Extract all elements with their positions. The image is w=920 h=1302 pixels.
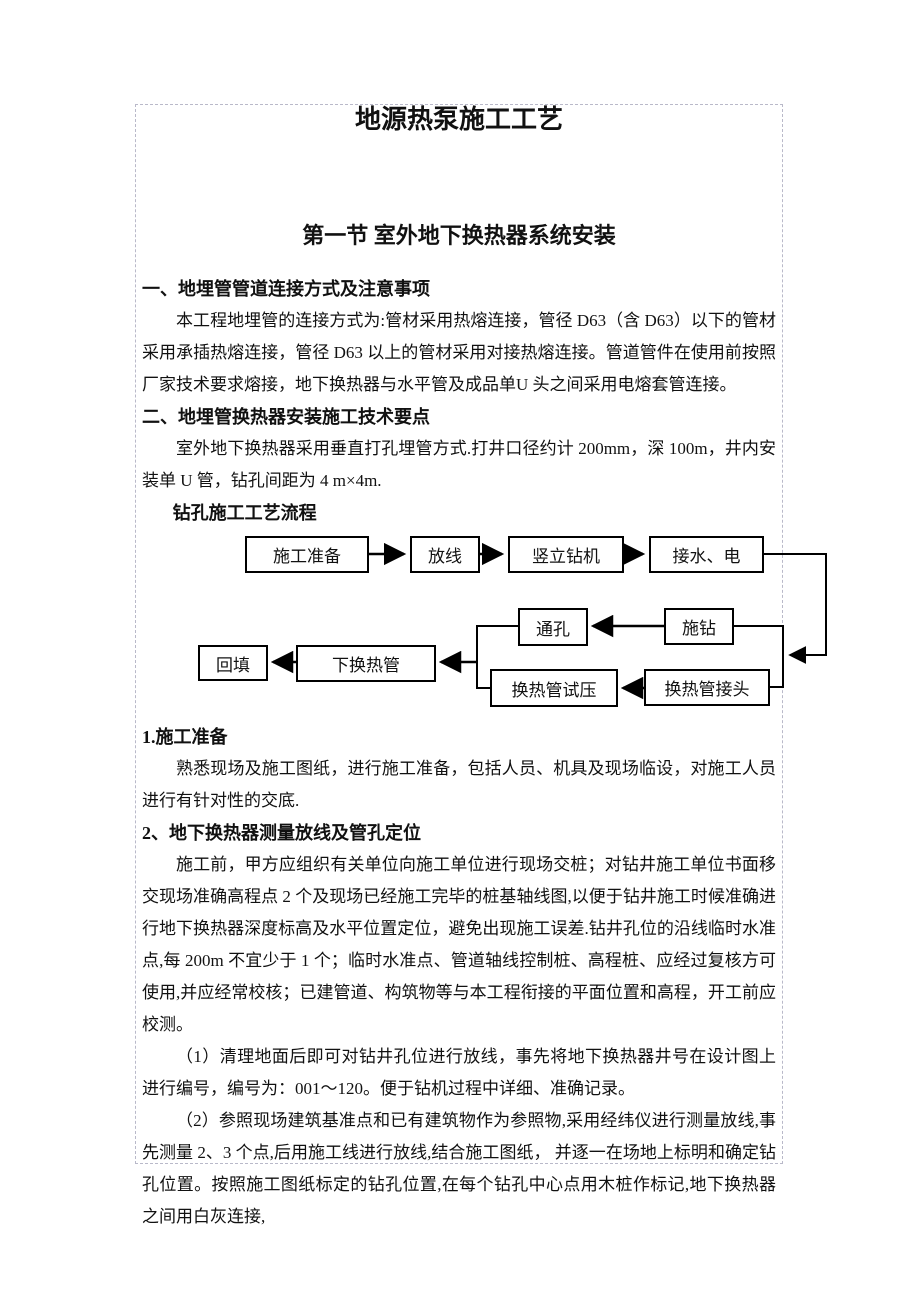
document-title: 地源热泵施工工艺: [354, 105, 563, 134]
section-1-paragraph: 本工程地埋管的连接方式为:管材采用热熔连接，管径 D63（含 D63）以下的管材…: [142, 311, 776, 394]
flow-node-set-out-lines: 放线: [410, 536, 480, 573]
flow-node-clear-hole: 通孔: [518, 608, 588, 646]
step-2-paragraph-2: （1）清理地面后即可对钻井孔位进行放线，事先将地下换热器井号在设计图上进行编号，…: [142, 1047, 776, 1098]
flow-node-pipe-pressure-test: 换热管试压: [490, 669, 618, 707]
flow-node-connect-water-power: 接水、电: [649, 536, 764, 573]
flow-node-pipe-joint: 换热管接头: [644, 669, 770, 706]
chapter-heading: 第一节 室外地下换热器系统安装: [302, 223, 616, 248]
drilling-process-flowchart: 施工准备 放线 竖立钻机 接水、电 通孔 施钻 回填 下换热管 换热管试压 换热…: [136, 529, 836, 715]
step-2-paragraph-3: （2）参照现场建筑基准点和已有建筑物作为参照物,采用经纬仪进行测量放线,事先测量…: [142, 1111, 776, 1226]
step-2-heading: 2、地下换热器测量放线及管孔定位: [142, 823, 421, 843]
flow-node-backfill: 回填: [198, 645, 268, 681]
step-1-paragraph: 熟悉现场及施工图纸，进行施工准备，包括人员、机具及现场临设，对施工人员进行有针对…: [142, 759, 776, 810]
flow-node-erect-drill-rig: 竖立钻机: [508, 536, 624, 573]
flowchart-title: 钻孔施工工艺流程: [172, 503, 317, 523]
step-2-paragraph-1: 施工前，甲方应组织有关单位向施工单位进行现场交桩；对钻井施工单位书面移交现场准确…: [142, 855, 776, 1034]
flow-node-lower-heat-pipe: 下换热管: [296, 645, 436, 682]
document-page: 地源热泵施工工艺 第一节 室外地下换热器系统安装 一、地埋管管道连接方式及注意事…: [135, 104, 827, 1226]
section-1-heading: 一、地埋管管道连接方式及注意事项: [142, 279, 430, 299]
flow-node-drilling: 施钻: [664, 608, 734, 645]
flow-node-construction-prep: 施工准备: [245, 536, 369, 573]
step-1-heading: 1.施工准备: [142, 727, 228, 747]
flowchart-connector-lines: [270, 542, 827, 700]
section-2-heading: 二、地埋管换热器安装施工技术要点: [142, 407, 430, 427]
section-2-paragraph: 室外地下换热器采用垂直打孔埋管方式.打井口径约计 200mm，深 100m，井内…: [142, 439, 776, 490]
